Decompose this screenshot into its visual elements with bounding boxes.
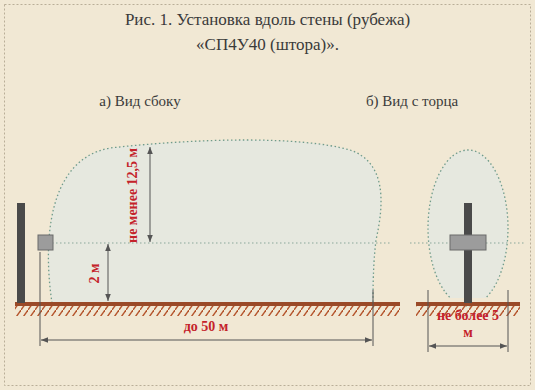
extension-line: [508, 290, 509, 352]
axis-line: [52, 243, 392, 244]
ground: [15, 302, 400, 306]
extension-line: [40, 252, 41, 346]
dimension-label: 2 м: [87, 263, 104, 283]
dimension-label: не менее 12,5 м: [126, 147, 143, 242]
detection-zone: [48, 140, 381, 303]
sensor-unit: [450, 235, 486, 250]
dimension-arrow: [150, 147, 151, 242]
extension-line: [428, 290, 429, 352]
wall-post: [464, 203, 472, 303]
dimension-arrow: [41, 340, 372, 341]
frame: [5, 5, 531, 386]
wall-post: [17, 203, 25, 303]
dimension-arrow: [429, 346, 507, 347]
ground-hatch: [15, 306, 400, 316]
dimension-arrow: [108, 244, 109, 301]
extension-line: [373, 290, 374, 346]
view-label: а) Вид сбоку: [99, 92, 180, 110]
view-label: б) Вид с торца: [366, 92, 458, 110]
sensor-unit: [38, 235, 53, 250]
figure-title: Рис. 1. Установка вдоль стены (рубежа) «…: [100, 8, 435, 57]
detection-zone: [428, 150, 508, 306]
dimension-label: до 50 м: [184, 319, 229, 336]
dimension-label: не более 5 м: [433, 308, 503, 342]
